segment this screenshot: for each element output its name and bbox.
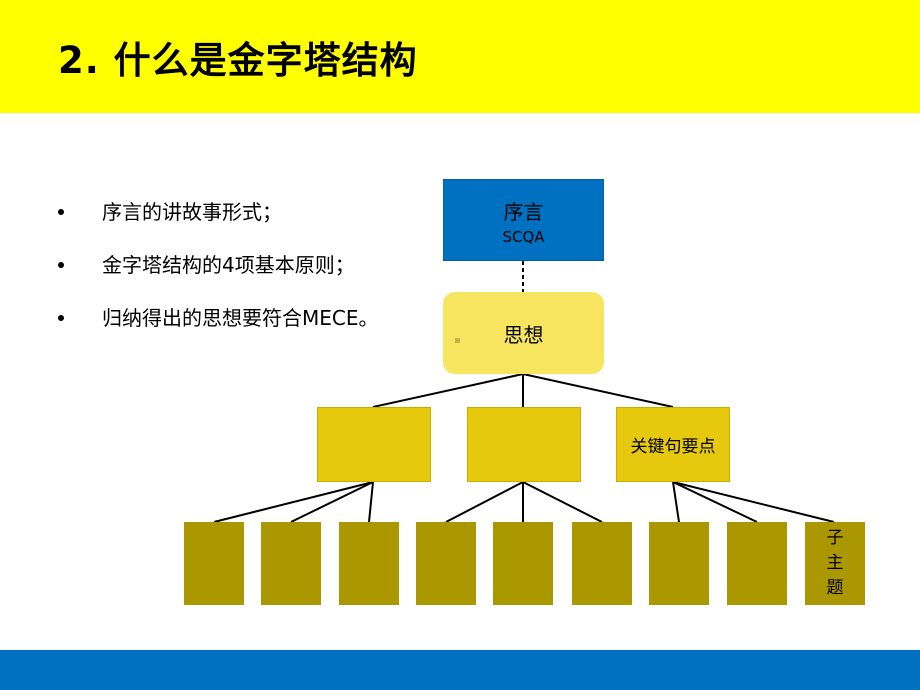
connector-line [372,373,524,408]
sub-topic-box [649,522,709,605]
key-point-box [317,407,431,482]
connector-line [522,481,603,523]
footer-bar [0,650,920,690]
sub-topic-label: 子主题 [826,528,844,598]
intro-box: 序言 SCQA [443,179,604,261]
connector-line [522,373,674,408]
thought-box: 思想 [443,292,604,374]
connector-line [672,481,680,523]
sub-topic-box [339,522,399,605]
key-point-label: 关键句要点 [630,437,716,457]
sub-topic-box [493,522,553,605]
sub-topic-box: 子主题 [805,522,865,605]
connector-line [368,481,374,523]
sub-topic-box [261,522,321,605]
sub-topic-box [416,522,476,605]
sub-topic-box [572,522,632,605]
bullet-dot-icon [58,315,64,321]
connector-line [445,481,524,523]
key-point-box: 关键句要点 [616,407,730,482]
connector-line [672,481,758,523]
connector-line [213,481,374,523]
small-square-icon [455,338,460,343]
bullet-text: 金字塔结构的4项基本原则； [102,253,355,277]
connector-line [672,481,835,523]
bullet-dot-icon [58,262,64,268]
intro-label: 序言 [503,200,544,224]
intro-sublabel: SCQA [502,228,545,246]
slide-title: 2. 什么是金字塔结构 [58,39,418,82]
connector-line [290,481,374,523]
bullet-text: 序言的讲故事形式； [102,200,282,224]
title-bar: 2. 什么是金字塔结构 [0,0,920,113]
bullet-text: 归纳得出的思想要符合MECE。 [102,306,379,330]
sub-topic-box [727,522,787,605]
key-point-box [467,407,581,482]
sub-topic-box [184,522,244,605]
bullet-dot-icon [58,209,64,215]
thought-label: 思想 [503,322,544,347]
